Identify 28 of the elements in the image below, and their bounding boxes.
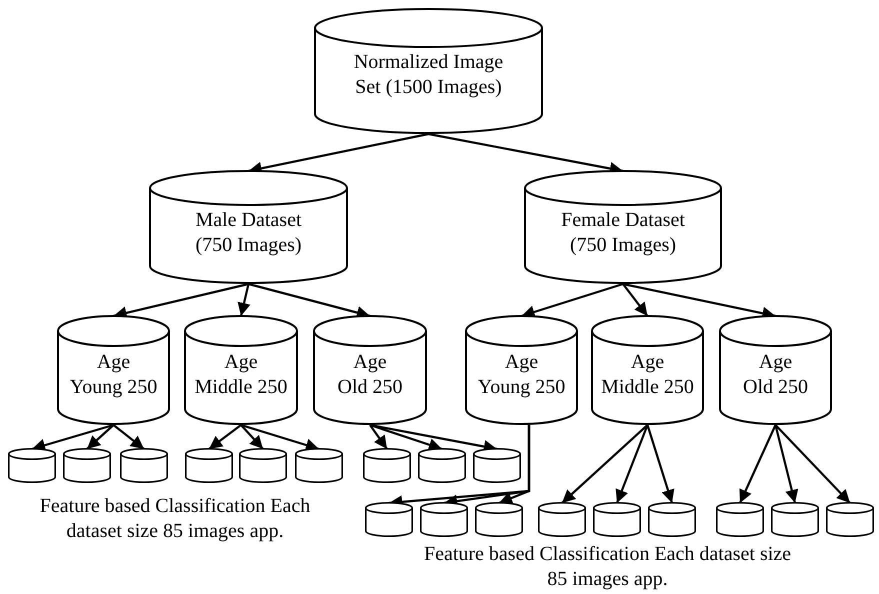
arrow [774,424,851,504]
dataset-label: Age Middle 250 [194,350,288,400]
arrow [370,424,442,452]
arrow [369,424,388,450]
dataset-label: Normalized Image Set (1500 Images) [352,50,504,100]
dataset-label: Age Young 250 [476,350,566,400]
dataset-label: Age Young 250 [68,350,158,400]
caption-text: Feature based Classification Each dataset size 85 images app. [422,542,792,592]
caption-text: Feature based Classification Each dataset size 85 images app. [38,494,312,544]
arrow [646,424,674,504]
arrow [240,424,320,452]
arrow [498,424,530,504]
dataset-label: Female Dataset (750 Images) [560,208,686,258]
arrow [521,282,624,318]
arrow [774,424,798,504]
arrow [616,424,649,504]
arrow [240,424,264,450]
arrow [238,284,250,316]
arrow [739,424,776,504]
dataset-label: Age Old 250 [742,350,809,400]
dataset-label: Age Middle 250 [600,350,695,400]
dataset-label: Age Old 250 [336,350,404,400]
arrow [208,424,242,450]
arrow [86,424,114,450]
arrow [561,424,648,504]
arrow [622,283,648,317]
dataset-label: Male Dataset (750 Images) [194,208,303,258]
arrow [112,424,145,450]
